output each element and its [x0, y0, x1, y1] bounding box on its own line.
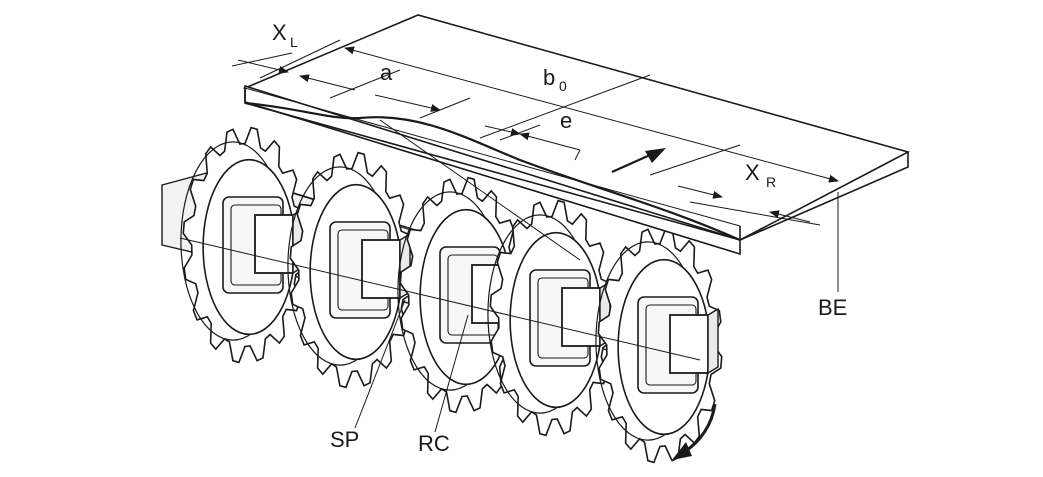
e-arrow-left: [484, 125, 521, 136]
dimension-arrows: [237, 46, 839, 223]
belt-direction-arrow: [611, 148, 666, 174]
label-a: a: [380, 60, 393, 85]
sprocket-wheel: [487, 199, 615, 437]
rc-leader: [434, 314, 469, 433]
xl-arrow: [237, 59, 289, 74]
sprocket-wheel: [287, 151, 415, 389]
labels: X L a b 0 e X R BE SP RC: [272, 20, 847, 456]
shaft-section: [669, 314, 709, 374]
b0-dimension-line: [344, 46, 839, 183]
shaft-section: [561, 287, 601, 347]
shaft-section: [254, 214, 294, 274]
sprocket-wheel: [595, 226, 723, 464]
label-b0: b: [543, 65, 555, 90]
label-sp: SP: [330, 427, 359, 452]
sprocket-group: [180, 126, 723, 464]
label-rc: RC: [418, 431, 450, 456]
label-e: e: [560, 108, 572, 133]
sprocket-wheel: [180, 126, 308, 364]
rotation-arrow: [672, 403, 717, 460]
label-x-left-sub: L: [290, 34, 298, 50]
label-b0-sub: 0: [559, 78, 567, 94]
label-x-right: X: [745, 160, 760, 185]
sp-leader: [354, 299, 406, 429]
label-x-left: X: [272, 20, 287, 45]
label-be: BE: [818, 295, 847, 320]
label-x-right-sub: R: [766, 174, 776, 190]
shaft-section: [361, 239, 401, 299]
leader-lines: [354, 192, 839, 433]
e-arrow-right: [519, 132, 581, 151]
xr-arrow-right: [769, 210, 811, 223]
xr-arrow-left: [677, 185, 723, 199]
